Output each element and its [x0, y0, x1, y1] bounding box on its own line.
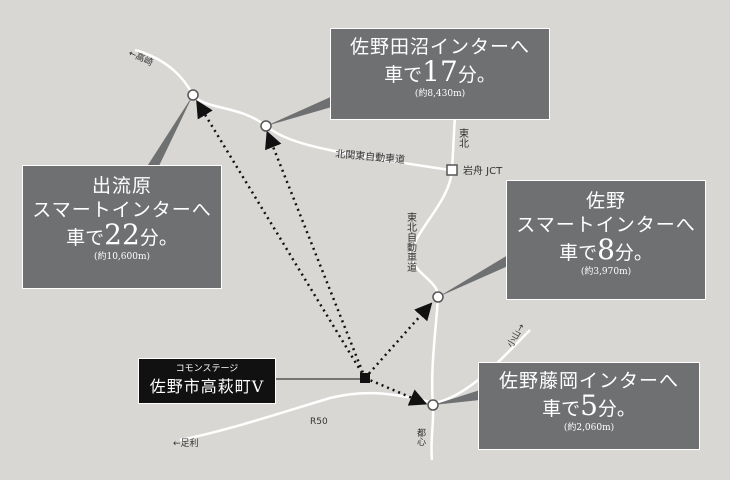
sano-title-1: 佐野 [585, 190, 626, 212]
home-marker [360, 373, 370, 383]
fujioka-title: 佐野藤岡インターへ [498, 370, 679, 392]
izuruhara-ic-marker [187, 89, 199, 101]
ashikaga-label: ←足利 [173, 437, 199, 449]
sano-distance: (約3,970m) [580, 267, 632, 277]
sano-pointer [438, 255, 508, 297]
r50-label: R50 [310, 417, 328, 427]
tanuma-ic-marker [260, 120, 272, 132]
fujioka-distance: (約2,060m) [563, 423, 615, 433]
tohoku-expressway-label: 東北自動車道 [405, 211, 417, 272]
izuruhara-distance: (約10,600m) [93, 252, 151, 262]
home-sub-label: コモンステージ [175, 364, 239, 374]
home-name-label: 佐野市高萩町Ⅴ [149, 377, 265, 396]
tsuga-label: 都心 [415, 428, 426, 446]
izuruhara-title-1: 出流原 [91, 175, 152, 197]
iwafune-jct-marker [446, 164, 458, 176]
sano-title-2: スマートインターへ [516, 214, 696, 236]
izuruhara-callout: 出流原 スマートインターへ 車で22分。 (約10,600m) [22, 165, 222, 289]
sano-callout: 佐野 スマートインターへ 車で8分。 (約3,970m) [506, 180, 706, 300]
tohoku-north-label: 東北 [457, 127, 469, 148]
tanuma-callout: 佐野田沼インターへ 車で17分。 (約8,430m) [330, 28, 550, 120]
route-to-izuruhara [196, 100, 367, 379]
izuruhara-title-2: スマートインターへ [32, 199, 212, 221]
kitakanto-label: 北関東自動車道 [335, 147, 406, 166]
sano-time: 車で8分。 [559, 233, 653, 266]
fujioka-ic-marker [427, 399, 439, 411]
kitakanto-expressway [134, 48, 451, 172]
tanuma-pointer [266, 95, 342, 126]
sano-ic-marker [432, 291, 444, 303]
izuruhara-time: 車で22分。 [66, 218, 178, 251]
iwafune-label: 岩舟 JCT [463, 164, 503, 177]
fujioka-pointer [433, 390, 480, 405]
tanuma-title: 佐野田沼インターへ [349, 36, 530, 58]
home-location-label: コモンステージ 佐野市高萩町Ⅴ [138, 358, 276, 404]
fujioka-time: 車で5分。 [542, 389, 636, 422]
route-to-tanuma [265, 130, 367, 379]
takasaki-label: ←高崎 [127, 47, 155, 69]
izuruhara-pointer [146, 95, 193, 168]
route-to-fujioka [364, 376, 428, 406]
tanuma-distance: (約8,430m) [414, 89, 466, 99]
tanuma-time: 車で17分。 [384, 55, 496, 88]
fujioka-callout: 佐野藤岡インターへ 車で5分。 (約2,060m) [478, 362, 700, 450]
route-to-sano [364, 302, 433, 379]
